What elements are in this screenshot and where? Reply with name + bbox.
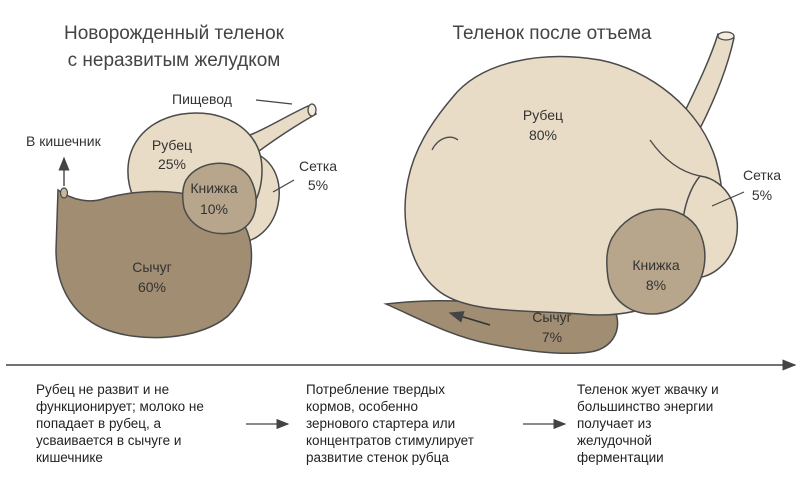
weaned-abomasum-name: Сычуг	[532, 309, 572, 325]
left-title-line2: с неразвитым желудком	[68, 50, 281, 71]
weaned-rumen-name: Рубец	[523, 107, 563, 123]
newborn-omasum-percent: 10%	[200, 201, 228, 217]
newborn-intestine-outlet	[59, 187, 69, 199]
step-3-text: Теленок жует жвачку и большинство энерги…	[577, 382, 719, 465]
newborn-stomach: Пищевод В кишечник Рубец 25% Сетка 5% Кн…	[26, 91, 337, 339]
newborn-to-intestine-label: В кишечник	[26, 133, 102, 149]
newborn-reticulum-percent: 5%	[308, 177, 328, 193]
weaned-esophagus-opening	[717, 31, 735, 41]
weaned-abomasum-percent: 7%	[542, 329, 562, 345]
newborn-abomasum-name: Сычуг	[132, 259, 172, 275]
newborn-reticulum-name: Сетка	[299, 158, 337, 174]
right-title: Теленок после отъема	[453, 23, 652, 44]
step-2-text: Потребление твердых кормов, особенно зер…	[306, 382, 474, 465]
weaned-omasum-name: Книжка	[632, 257, 680, 273]
newborn-rumen-percent: 25%	[158, 156, 186, 172]
weaned-reticulum-percent: 5%	[752, 187, 772, 203]
weaned-stomach: Рубец 80% Сетка 5% Книжка 8% Сычуг 7%	[383, 31, 781, 355]
weaned-omasum-shape	[606, 208, 706, 315]
newborn-esophagus-opening	[307, 103, 317, 117]
step-1-text: Рубец не развит и не функционирует; моло…	[36, 382, 204, 465]
weaned-omasum-percent: 8%	[646, 277, 666, 293]
newborn-omasum-shape	[181, 162, 257, 235]
weaned-flow-arrow	[448, 311, 491, 326]
left-title-line1: Новорожденный теленок	[64, 23, 285, 44]
weaned-rumen-percent: 80%	[529, 127, 557, 143]
newborn-rumen-name: Рубец	[152, 137, 192, 153]
newborn-abomasum-percent: 60%	[138, 279, 166, 295]
newborn-omasum-name: Книжка	[190, 180, 238, 196]
weaned-reticulum-name: Сетка	[743, 167, 781, 183]
newborn-esophagus-label: Пищевод	[172, 91, 232, 107]
